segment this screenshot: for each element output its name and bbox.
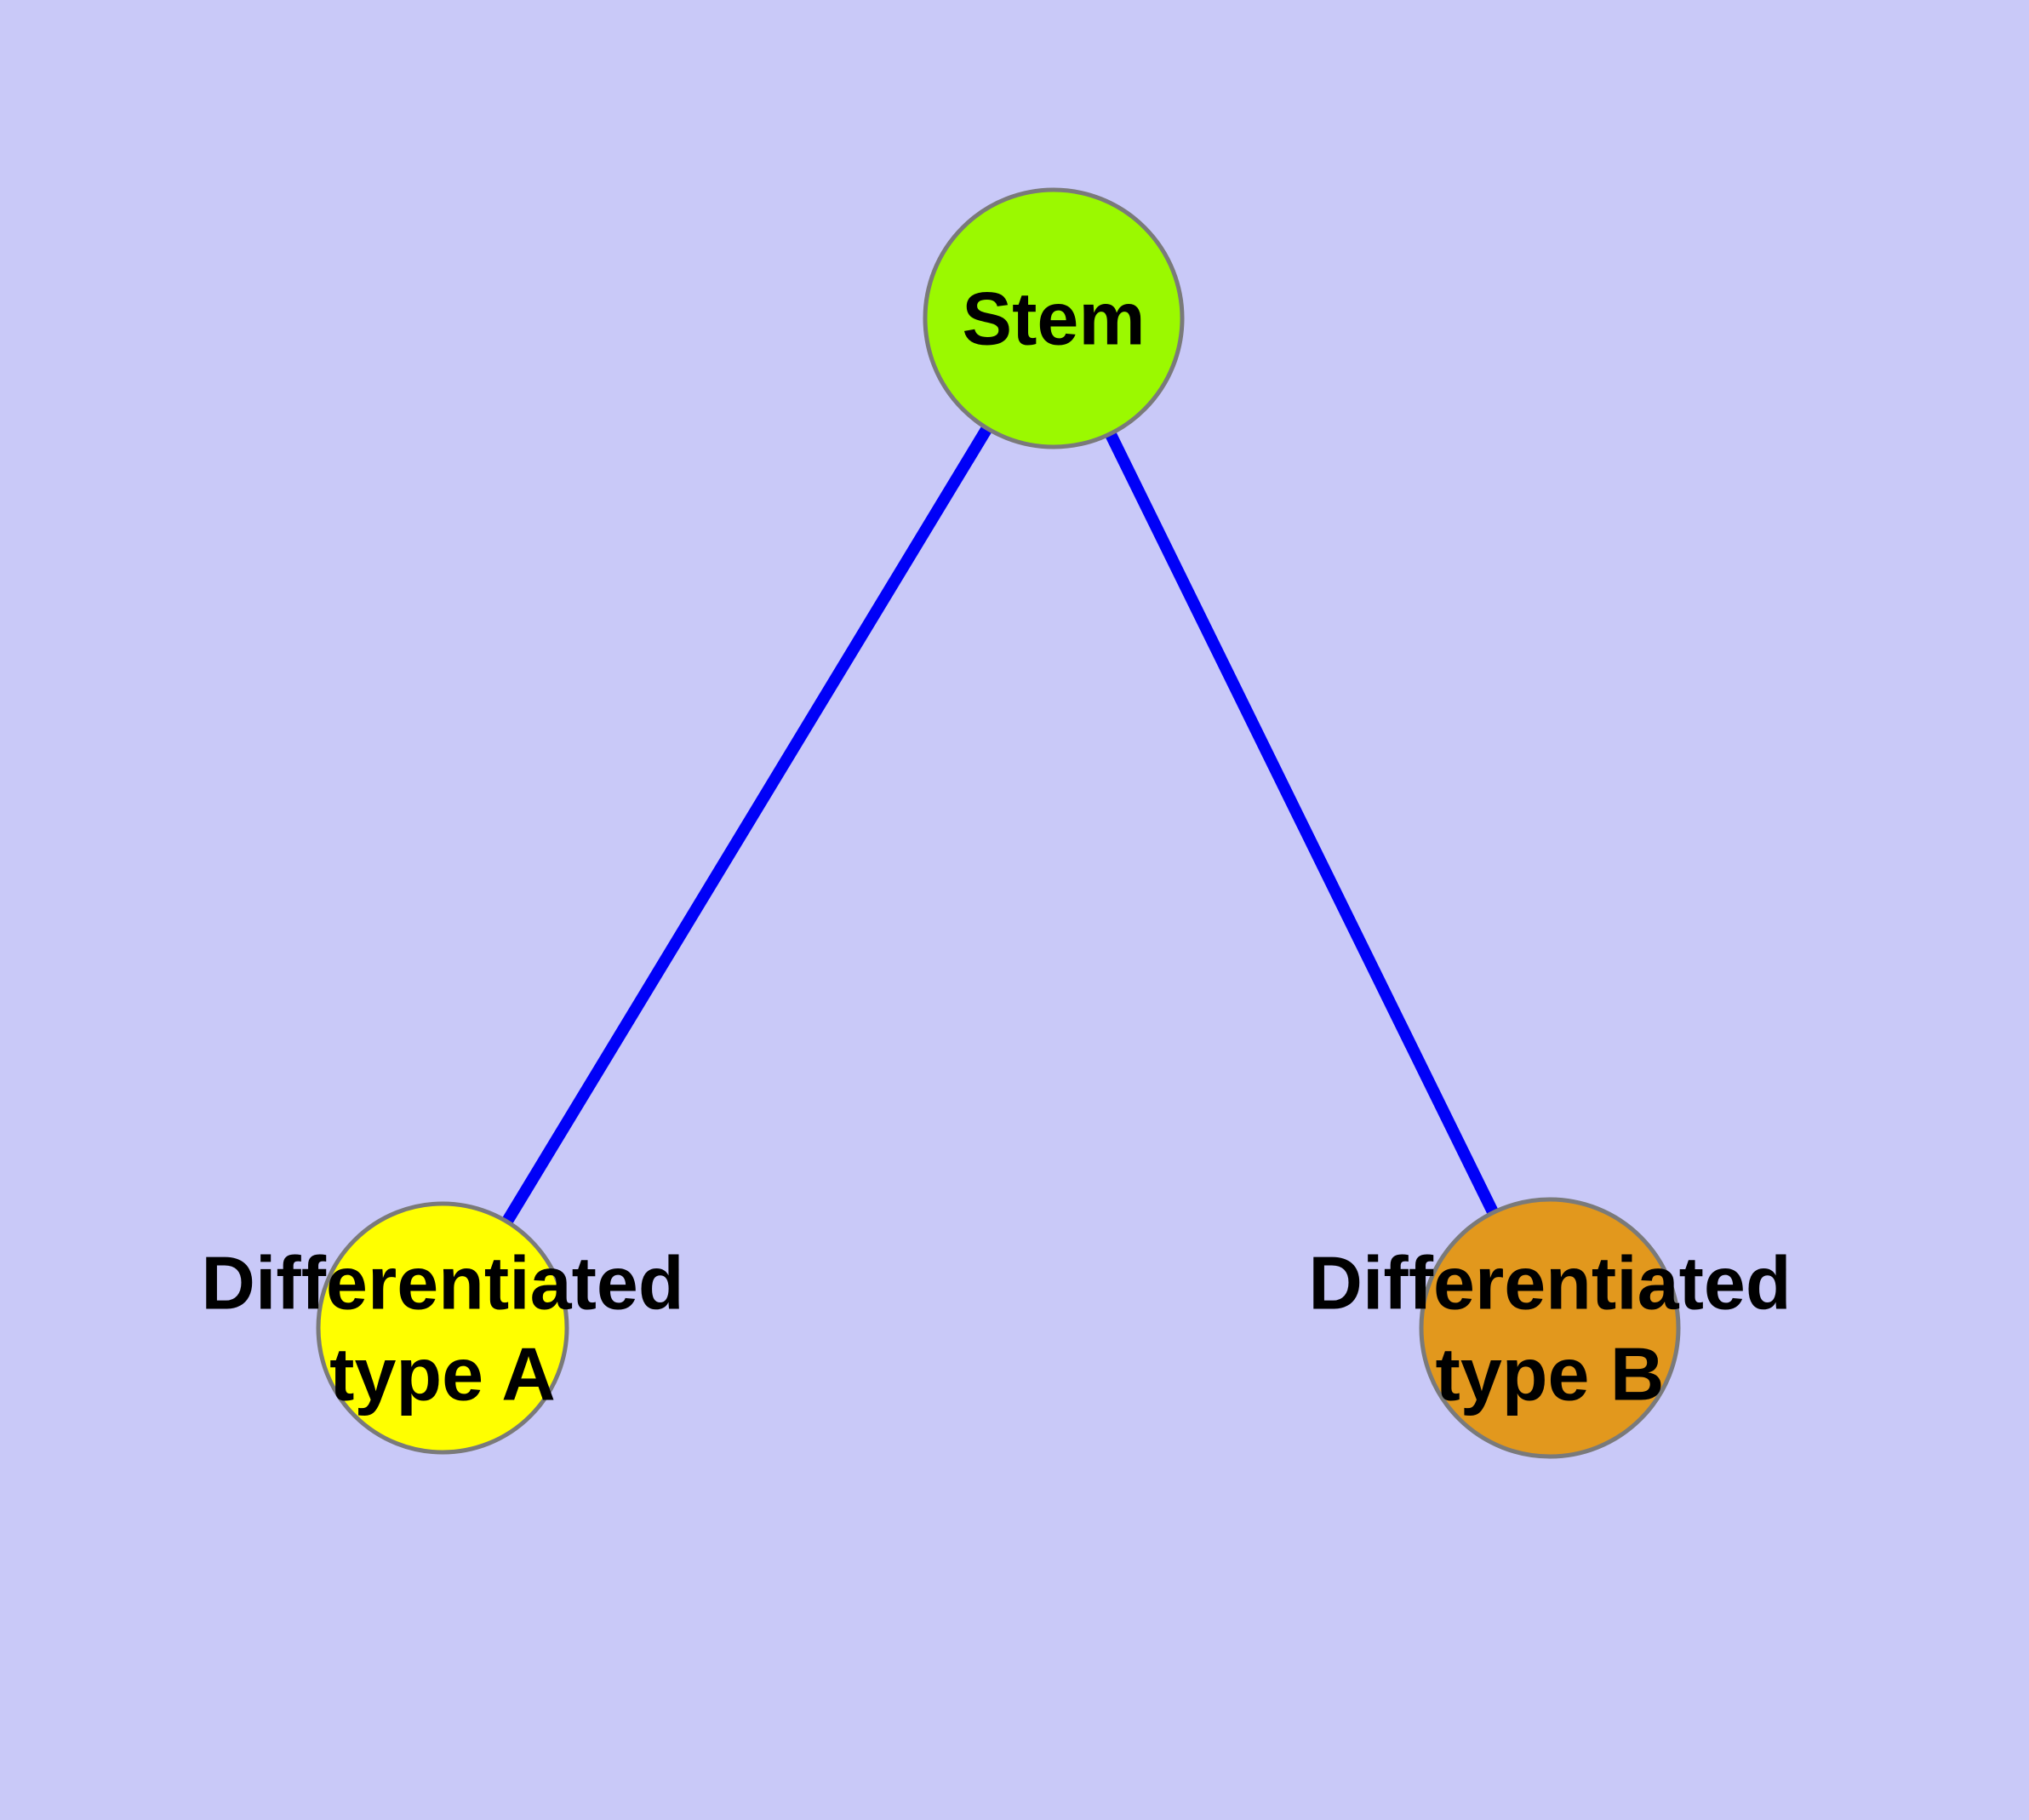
node-type-b-circle — [1419, 1197, 1681, 1459]
node-type-a-label-line1: Differentiated — [201, 1241, 683, 1325]
node-type-a-label-line2: type A — [329, 1332, 556, 1417]
edge-stem-to-type-a — [437, 315, 1059, 1331]
node-type-a-circle — [316, 1201, 569, 1455]
node-type-b-label-line1: Differentiated — [1308, 1241, 1791, 1325]
node-type-b-label-line2: type B — [1436, 1332, 1665, 1417]
node-stem-circle — [923, 187, 1185, 449]
edge-stem-to-type-b — [1048, 315, 1556, 1331]
node-stem-label: Stem — [962, 277, 1145, 361]
